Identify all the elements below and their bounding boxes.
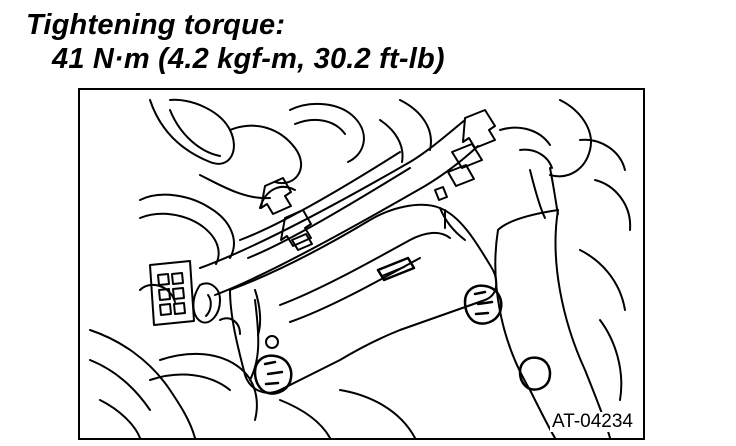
torque-caption: Tightening torque: 41 N·m (4.2 kgf-m, 30… (26, 8, 445, 76)
torque-value: 41 N·m (4.2 kgf-m, 30.2 ft-lb) (52, 43, 445, 75)
electrical-connector (149, 260, 195, 326)
mounting-bolts (253, 284, 552, 395)
figure-code: AT-04234 (550, 411, 635, 432)
right-components (499, 99, 632, 401)
hose-clamps (260, 109, 496, 251)
engine-bay-drawing (89, 98, 632, 438)
torque-heading: Tightening torque: (26, 9, 286, 41)
right-hose (494, 167, 611, 438)
mounting-bracket (229, 203, 498, 394)
component-illustration: AT-04234 (78, 88, 645, 440)
lower-left-lines (89, 329, 416, 438)
sensor-stud (434, 186, 448, 229)
